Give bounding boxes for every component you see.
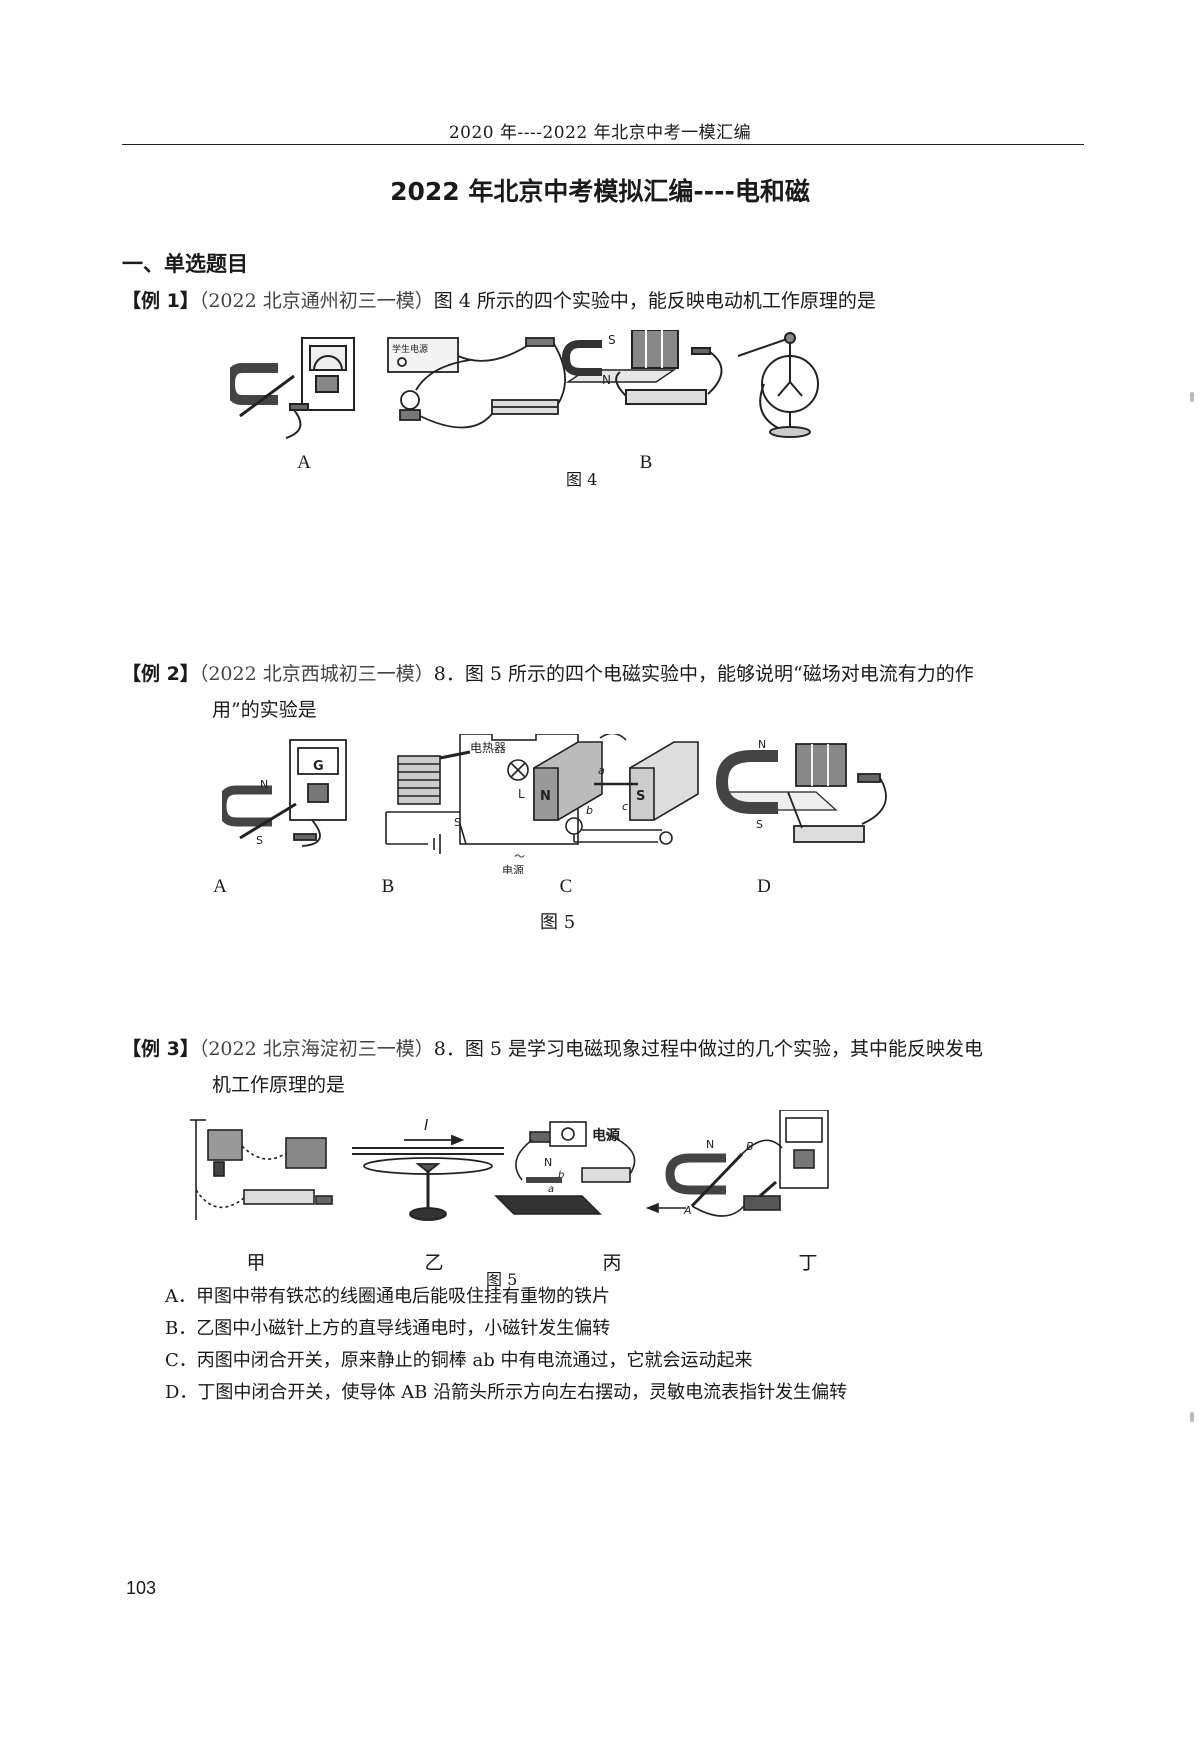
q3-current-label: I [424,1116,429,1134]
question-1-source: （2022 北京通州初三一模） [198,290,434,312]
q2-d-pole-n: N [758,738,766,751]
running-header: 2020 年----2022 年北京中考一模汇编 [448,123,752,143]
q2-lamp-label: L [518,787,525,801]
q3-figure-caption: 图 5 [486,1270,518,1289]
q3-ding-pole-n: N [706,1138,714,1151]
question-1-stem: 【例 1】（2022 北京通州初三一模）图 4 所示的四个实验中，能反映电动机工… [122,286,876,313]
q2-a-pole-s: S [256,834,263,847]
q3-bing-point-b: b [558,1170,564,1181]
q3-exp-ding: N B A [645,1109,829,1217]
question-1-figure: 学生电源 S N [224,329,970,460]
question-3-stem-cont: 机工作原理的是 [212,1074,346,1096]
q2-label-b: B [381,876,395,897]
q1-pole-s: S [608,333,616,347]
q1-c-magnet [561,340,602,376]
q3-label-yi: 乙 [424,1253,444,1274]
q3-ding-point-a: A [683,1204,692,1217]
scan-edge-mark [1190,392,1194,402]
q1-figure-caption: 图 4 [566,470,598,489]
q2-battery [795,743,847,787]
q2-label-a: A [213,876,227,897]
question-2-source: （2022 北京西城初三一模） [198,663,434,685]
page-title: 2022 年北京中考模拟汇编----电和磁 [390,177,810,206]
q2-exp-d: N S [715,738,887,843]
question-2-figure: G N S 电热器 L S ～ 电源 [217,729,982,877]
question-3-text: 8．图 5 是学习电磁现象过程中做过的几个实验，其中能反映发电 [433,1038,984,1060]
q3-exp-jia [190,1119,333,1220]
q3-option-a: A．甲图中带有铁芯的线圈通电后能吸住挂有重物的铁片 [165,1286,610,1307]
q3-option-d: D．丁图中闭合开关，使导体 AB 沿箭头所示方向左右摆动，灵敏电流表指针发生偏转 [165,1382,848,1403]
q1-power-supply [387,337,459,373]
q3-exp-bing: 电源 N b a [494,1121,636,1215]
q2-heater-label: 电热器 [470,741,506,755]
q2-exp-b: 电热器 L S ～ 电源 [385,729,579,877]
q1-label-b: B [639,452,653,473]
q2-lamp [507,759,529,781]
q2-c-pole-s: S [636,789,645,804]
q2-c-point-a: a [598,764,605,777]
question-2-figure-drawing: G N S 电热器 L S ～ 电源 [217,729,887,877]
q3-label-bing: 丙 [602,1253,622,1274]
header-rule [122,144,1084,145]
q1-battery [631,329,679,369]
q2-exp-c: N S a b c [533,732,699,845]
q2-galvanometer-label: G [313,759,324,774]
q3-bing-point-a: a [548,1184,554,1195]
q3-option-b: B．乙图中小磁针上方的直导线通电时，小磁针发生偏转 [165,1318,611,1339]
page-number: 103 [126,1578,157,1598]
question-1-figure-drawing: 学生电源 S N [224,329,819,439]
question-2-stem-cont: 用”的实验是 [212,699,317,721]
q2-figure-caption: 图 5 [540,912,576,933]
q2-label-d: D [757,876,771,897]
q2-c-pole-n: N [540,789,551,804]
q3-galvanometer [779,1109,829,1189]
q3-bing-pole-n: N [544,1156,552,1169]
question-3-figure: I 电源 N b a N B A [186,1109,926,1230]
q1-label-a: A [297,452,311,473]
question-3-stem: 【例 3】（2022 北京海淀初三一模）8．图 5 是学习电磁现象过程中做过的几… [122,1034,983,1061]
q2-galvanometer [289,739,347,821]
q3-power-label: 电源 [592,1127,620,1144]
section-heading: 一、单选题目 [122,252,248,276]
q3-label-ding: 丁 [798,1253,818,1274]
q1-exp-d [737,332,819,438]
q1-switch [525,337,555,347]
q3-label-jia: 甲 [246,1253,266,1274]
q2-c-point-b: b [586,804,593,817]
q1-power-label: 学生电源 [392,343,428,355]
q1-exp-c: S N [561,329,723,405]
q1-bulb [400,390,420,410]
q2-power-label: 电源 [502,863,524,874]
q2-d-pole-s: S [756,818,763,831]
q2-label-c: C [559,876,573,897]
q2-exp-a: G N S [217,739,347,847]
question-1-tag: 【例 1】 [122,290,199,312]
question-3-figure-drawing: I 电源 N b a N B A [190,1109,829,1221]
q3-option-c: C．丙图中闭合开关，原来静止的铜棒 ab 中有电流通过，它就会运动起来 [165,1350,753,1371]
question-1-text: 图 4 所示的四个实验中，能反映电动机工作原理的是 [433,290,876,312]
question-3-source: （2022 北京海淀初三一模） [198,1038,434,1060]
question-2-tag: 【例 2】 [122,663,199,685]
q1-horseshoe-magnet [224,363,278,405]
q1-exp-b: 学生电源 [387,337,567,429]
question-3-tag: 【例 3】 [122,1038,199,1060]
q2-a-pole-n: N [260,778,268,791]
q2-c-point-c: c [622,800,628,813]
q1-exp-a [224,337,355,439]
q3-exp-yi: I [352,1116,504,1221]
question-2-text: 8．图 5 所示的四个电磁实验中，能够说明“磁场对电流有力的作 [433,663,974,685]
q2-switch-label: S [454,816,461,829]
q2-ac-symbol: ～ [514,850,525,863]
question-2-stem: 【例 2】（2022 北京西城初三一模）8．图 5 所示的四个电磁实验中，能够说… [122,659,974,686]
q1-pole-n: N [602,373,611,387]
scan-edge-mark [1190,1412,1194,1422]
